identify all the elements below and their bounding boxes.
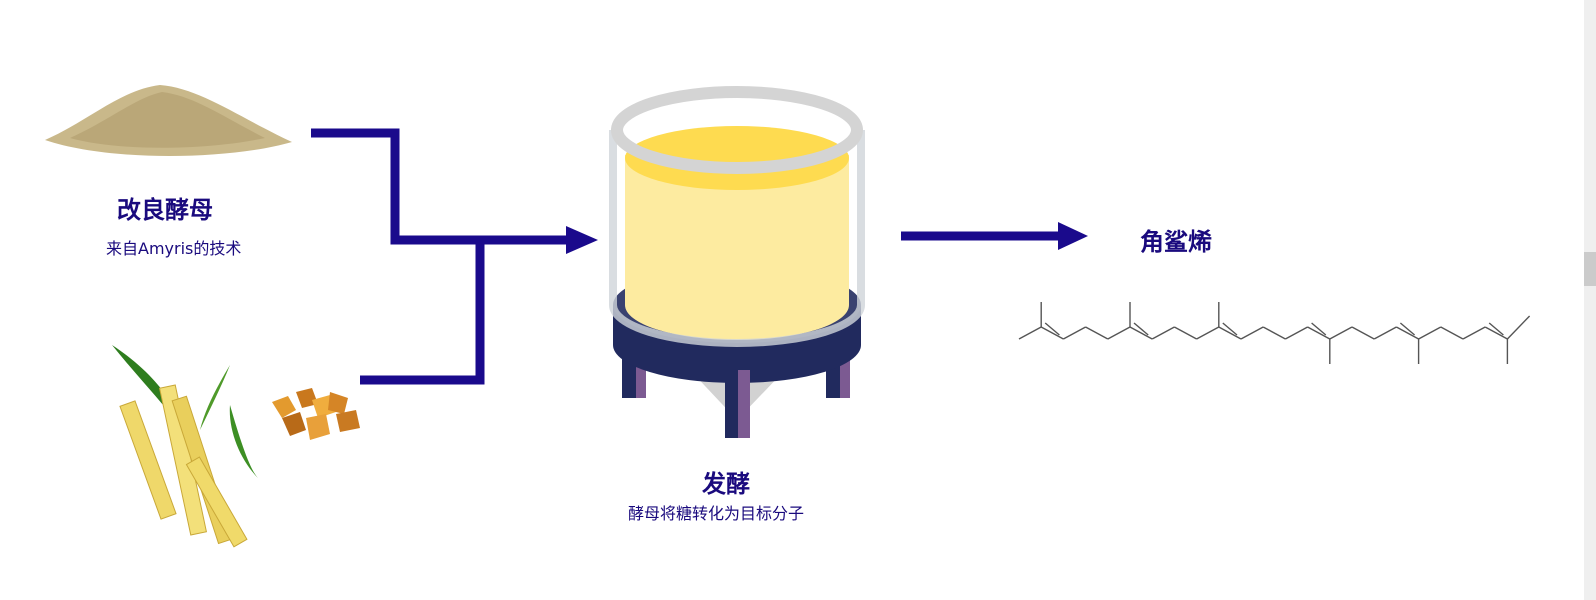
flow-arrows [311, 128, 1062, 385]
bond [1285, 326, 1308, 340]
fermentation-tank-image [609, 86, 865, 438]
yeast-title: 改良酵母 [117, 196, 213, 224]
bond [1506, 315, 1531, 340]
vertical-scrollbar[interactable] [1584, 0, 1596, 600]
sugar-cubes-image [272, 388, 360, 440]
arrow-sugar-to-tank [360, 240, 485, 385]
bond [1329, 326, 1353, 340]
bond [1373, 326, 1397, 340]
bond [1218, 326, 1242, 340]
fermentation-subtitle: 酵母将糖转化为目标分子 [628, 504, 805, 523]
arrowhead [1058, 222, 1088, 250]
bond [1462, 326, 1486, 340]
scrollbar-thumb[interactable] [1584, 252, 1596, 286]
bond [1107, 326, 1131, 340]
bond [1222, 322, 1238, 336]
bond [1133, 322, 1149, 336]
yeast-subtitle: 来自Amyris的技术 [106, 239, 242, 258]
yeast-pile-image [45, 85, 292, 156]
bond [1174, 326, 1197, 340]
squalene-structure [1018, 302, 1531, 364]
bond [1040, 326, 1064, 340]
bond [1063, 326, 1086, 340]
bond [1396, 326, 1419, 340]
bond [1399, 322, 1416, 336]
bond [1418, 326, 1442, 340]
bond [1129, 326, 1153, 340]
bond [1484, 326, 1508, 340]
bond [1044, 322, 1060, 336]
arrowhead [566, 226, 598, 254]
fermentation-title: 发酵 [702, 470, 750, 498]
bond [1262, 326, 1286, 340]
product-title: 角鲨烯 [1140, 228, 1212, 256]
sugarcane-image [112, 345, 258, 548]
bond [1311, 322, 1327, 336]
bond [1085, 326, 1109, 340]
bond [1488, 322, 1504, 336]
bond [1351, 326, 1375, 340]
bond [1196, 326, 1220, 340]
bond [1440, 326, 1464, 340]
bond [1240, 326, 1264, 340]
bond [1307, 326, 1331, 340]
arrow-yeast-to-tank [311, 128, 570, 245]
bond [1151, 326, 1175, 340]
bond [1018, 326, 1042, 340]
